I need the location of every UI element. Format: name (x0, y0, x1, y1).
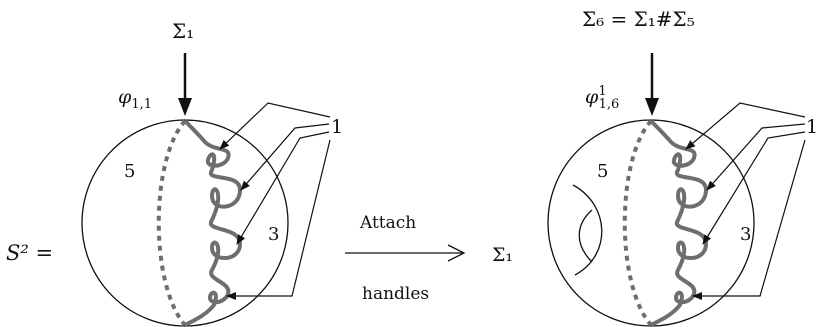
left-down-arrowhead (178, 98, 192, 116)
right-sigma-label: Σ₆ = Σ₁#Σ₅ (582, 7, 695, 31)
right-sphere (547, 119, 755, 327)
left-loopy-curve (183, 119, 243, 327)
left-region-3: 3 (268, 224, 279, 245)
attach-arrow-group: Attach handles Σ₁ (345, 213, 513, 304)
right-callout-number: 1 (806, 116, 816, 138)
left-sphere-label: S² = (6, 241, 53, 265)
right-region-5: 5 (597, 161, 608, 182)
attach-label: Attach (359, 213, 416, 233)
attach-arrowhead (447, 244, 466, 262)
right-down-arrowhead (645, 98, 659, 116)
right-handle-inner-arc (578, 209, 593, 263)
right-dashed-curve (622, 119, 653, 327)
left-callout-line-3 (236, 131, 330, 245)
left-map-label: φ1,1 (118, 86, 152, 112)
left-sphere (81, 119, 289, 327)
attach-target-label: Σ₁ (492, 244, 513, 266)
left-dashed-curve (156, 119, 187, 327)
left-callout-line-1 (219, 102, 331, 150)
right-callout-line-2 (706, 123, 806, 191)
handles-label: handles (362, 284, 429, 304)
left-callout-line-2 (240, 123, 330, 191)
right-callout-line-1 (685, 102, 806, 150)
right-handle-outer-arc (572, 184, 603, 276)
left-callout-number: 1 (331, 116, 343, 138)
left-region-5: 5 (124, 161, 135, 182)
right-region-3: 3 (740, 224, 751, 245)
left-callout-line-4 (226, 139, 331, 300)
left-panel: Σ₁ φ1,1 5 3 S² = 1 (6, 19, 343, 327)
right-loopy-curve (649, 119, 709, 327)
right-callout-line-4 (692, 139, 806, 300)
left-sigma-label: Σ₁ (172, 19, 194, 43)
right-callout-line-3 (702, 131, 806, 245)
